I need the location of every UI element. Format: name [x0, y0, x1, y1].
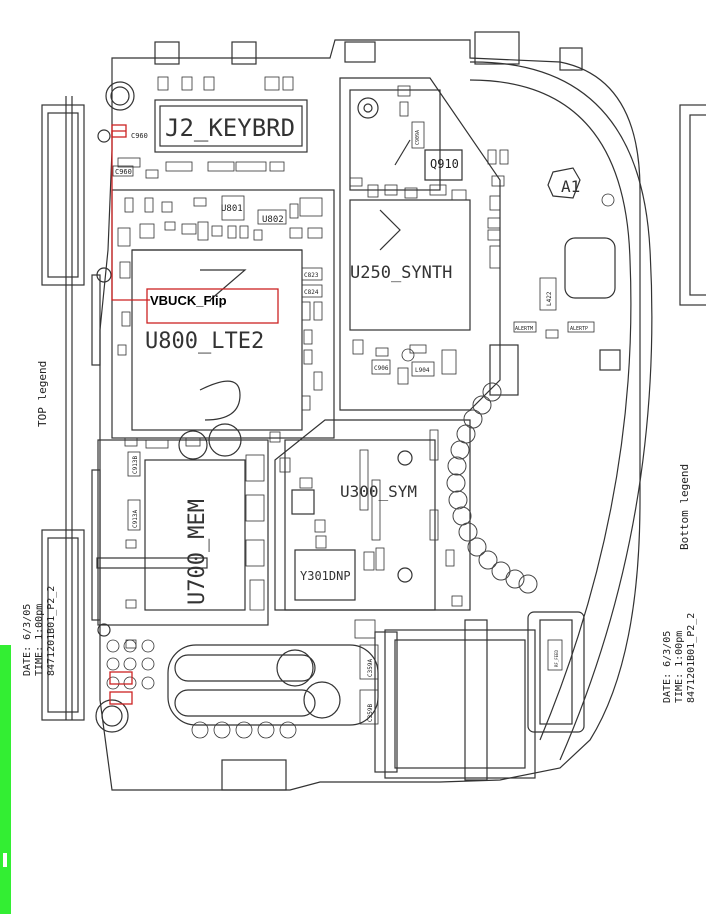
keyboard-connector-body [154, 99, 308, 153]
q910-outline [424, 149, 463, 181]
crystal-box [294, 549, 356, 601]
lte-region [111, 189, 335, 439]
c960-label-b: C960 [115, 168, 132, 176]
board-outline [99, 39, 641, 791]
q910-label: Q910 [430, 157, 459, 171]
c823-label: C823 [304, 272, 319, 279]
l904-label: L904 [415, 367, 430, 374]
left-stamp-date: DATE: 6/3/05 [22, 604, 33, 676]
alertm-label: ALERTM [515, 326, 533, 332]
c909a-label: C909A [415, 130, 421, 145]
u801-label: U801 [221, 204, 243, 214]
left-stamp-part: 8471201B01_P2_2 [46, 586, 57, 676]
rf-feed-label: RF_FEED [554, 650, 559, 667]
sidebar-tick [3, 853, 7, 867]
vbuck-callout-text: VBUCK_Flip [150, 293, 227, 308]
bottom-legend: Bottom legend [678, 464, 691, 550]
lte-label: U800_LTE2 [145, 329, 264, 354]
right-rail [679, 104, 706, 306]
small-components [112, 76, 595, 725]
c359a-label: C359A [367, 659, 374, 677]
vbuck-trace [109, 124, 279, 705]
mount-hole-bottom [95, 699, 129, 733]
c824-label: C824 [304, 289, 319, 296]
top-pad-2 [474, 31, 520, 65]
right-stamp-date: DATE: 6/3/05 [662, 631, 673, 703]
top-pad-1 [154, 41, 180, 65]
alertp-label: ALERTP [570, 326, 588, 332]
sym-region [274, 419, 471, 611]
u802-label: U802 [262, 215, 284, 225]
synth-label: U250_SYNTH [350, 263, 452, 283]
sidebar-color-strip [0, 645, 11, 914]
right-stamp-time: TIME: 1:00pm [674, 631, 685, 703]
c913b-label: C913B [132, 456, 139, 474]
mem-label: U700_MEM [185, 499, 210, 605]
sym-label: U300_SYM [340, 482, 417, 501]
test-points [106, 193, 615, 739]
antenna-label: A1 [561, 177, 580, 196]
keyboard-connector-label: J2_KEYBRD [165, 114, 295, 142]
c906-label: C906 [374, 365, 389, 372]
mount-hole-top [105, 81, 135, 111]
bottom-bracket-outer [384, 629, 536, 779]
mem-region [97, 439, 269, 626]
l422-label: L422 [546, 291, 553, 306]
circle-chain [446, 382, 538, 594]
left-rail-lower [41, 529, 85, 721]
board-arc [469, 61, 653, 761]
left-stamp-time: TIME: 1:00pm [34, 604, 45, 676]
left-rail-upper [41, 104, 85, 286]
top-legend: TOP legend [36, 361, 49, 427]
c359b-label: C359B [367, 704, 374, 722]
right-cap-group [564, 237, 616, 299]
c960-label-a: C960 [131, 132, 148, 140]
c913a-label: C913A [132, 510, 139, 528]
bottom-loop-outer [167, 644, 379, 726]
right-stamp-part: 8471201B01_P2_2 [686, 613, 697, 703]
antenna-a1 [547, 167, 581, 199]
crystal-label: Y301DNP [300, 569, 351, 583]
synth-region [339, 77, 501, 411]
vbuck-callout-box [146, 288, 279, 324]
